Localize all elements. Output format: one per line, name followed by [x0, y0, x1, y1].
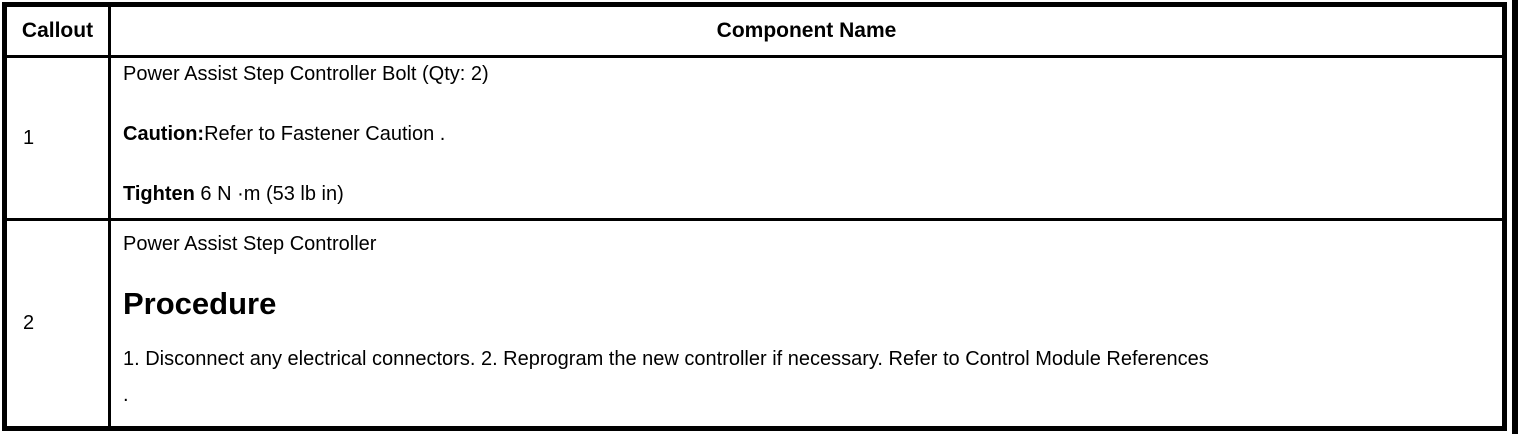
component-name-text: Power Assist Step Controller Bolt (Qty: …: [123, 63, 489, 85]
header-label-component-name: Component Name: [716, 19, 897, 42]
procedure-text-wrapped-period: .: [123, 384, 129, 406]
page-edge-line: [1512, 0, 1518, 434]
component-name-text: Power Assist Step Controller: [123, 233, 377, 255]
caution-label: Caution:: [123, 123, 205, 145]
procedure-step-text: 1. Disconnect any electrical connectors.…: [123, 348, 1209, 370]
tighten-line: Tighten 6 N ·m (53 lb in): [123, 183, 1490, 205]
header-cell-component-name: Component Name: [111, 7, 1502, 58]
header-label-callout: Callout: [21, 19, 94, 42]
callout-cell-2: 2: [7, 221, 111, 426]
callout-cell-1: 1: [7, 58, 111, 221]
callout-number-1: 1: [23, 126, 35, 149]
tighten-label: Tighten: [123, 183, 195, 205]
component-cell-2: Power Assist Step Controller Procedure 1…: [111, 221, 1502, 426]
component-table: Callout Component Name 1 Power Assist St…: [2, 2, 1507, 431]
tighten-spec-text: 6 N ·m (53 lb in): [194, 183, 344, 205]
callout-number-2: 2: [23, 312, 35, 334]
caution-text: Refer to Fastener Caution .: [204, 123, 446, 145]
caution-line: Caution:Refer to Fastener Caution .: [123, 123, 1490, 145]
component-cell-1: Power Assist Step Controller Bolt (Qty: …: [111, 58, 1502, 221]
header-cell-callout: Callout: [7, 7, 111, 58]
procedure-heading: Procedure: [123, 286, 277, 321]
